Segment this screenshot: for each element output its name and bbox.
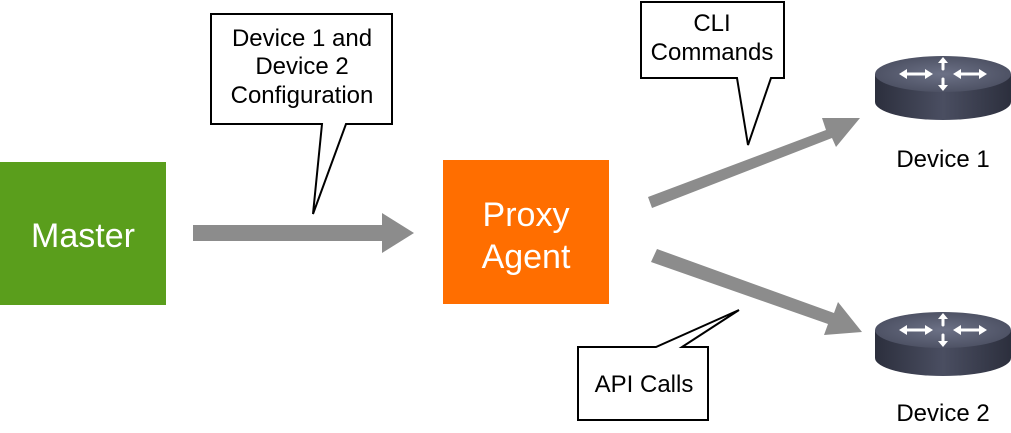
- callout-cli-line-2: Commands: [651, 39, 774, 66]
- callout-configuration-line-3: Configuration: [231, 82, 374, 109]
- proxy-label-line-2: Agent: [482, 238, 571, 276]
- device-1: Device 1: [873, 54, 1011, 173]
- callout-configuration-line-1: Device 1 and: [232, 25, 372, 52]
- arrow-proxy-to-device-1: [648, 118, 860, 208]
- callout-cli-line-1: CLI: [693, 10, 730, 37]
- master-node: Master: [0, 162, 166, 305]
- callout-api-calls: API Calls: [577, 309, 740, 421]
- callout-configuration-line-2: Device 2: [255, 53, 348, 80]
- proxy-agent-node: Proxy Agent: [443, 160, 609, 304]
- proxy-label-line-1: Proxy: [483, 196, 570, 234]
- callout-api-line-1: API Calls: [595, 371, 694, 398]
- callout-configuration: Device 1 and Device 2 Configuration: [210, 13, 393, 215]
- router-icon: [873, 54, 1011, 122]
- router-icon: [873, 310, 1011, 378]
- device-2-label: Device 2: [896, 400, 989, 427]
- device-1-label: Device 1: [896, 146, 989, 173]
- arrow-master-to-proxy: [193, 213, 414, 253]
- callout-cli-commands: CLI Commands: [640, 1, 785, 146]
- master-label: Master: [31, 217, 135, 255]
- arrow-proxy-to-device-2: [651, 249, 862, 335]
- device-2: Device 2: [873, 310, 1011, 427]
